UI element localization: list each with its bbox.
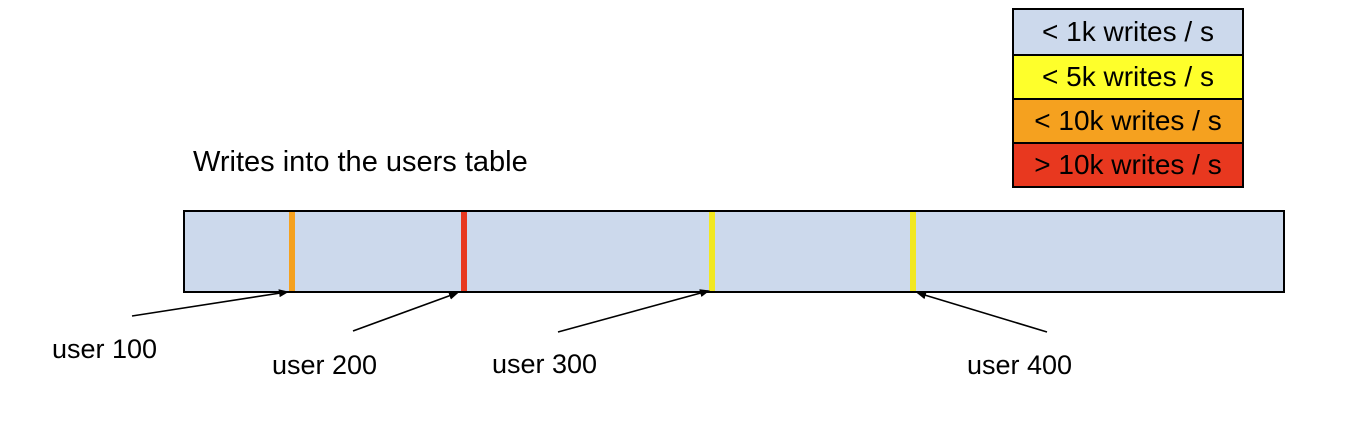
arrow-user-200	[352, 291, 459, 332]
label-user-400: user 400	[967, 350, 1073, 380]
diagram-title: Writes into the users table	[193, 146, 528, 178]
arrow-user-400	[916, 291, 1048, 333]
hotspot-tick-user-200	[460, 212, 467, 291]
legend-item-lt-1k: < 1k writes / s	[1014, 10, 1242, 54]
legend-item-lt-5k: < 5k writes / s	[1014, 54, 1242, 98]
arrow-user-300	[557, 289, 710, 333]
legend-item-label: < 5k writes / s	[1042, 61, 1214, 92]
label-user-100: user 100	[52, 334, 158, 364]
legend-item-label: < 1k writes / s	[1042, 16, 1214, 47]
arrow-user-100	[131, 289, 289, 317]
write-rate-legend: < 1k writes / s < 5k writes / s < 10k wr…	[1012, 8, 1244, 188]
legend-item-label: < 10k writes / s	[1034, 105, 1222, 136]
legend-item-label: > 10k writes / s	[1034, 149, 1222, 180]
users-table-bar	[183, 210, 1285, 293]
legend-item-lt-10k: < 10k writes / s	[1014, 98, 1242, 142]
label-user-200: user 200	[272, 350, 378, 380]
label-user-300: user 300	[492, 349, 598, 379]
hotspot-tick-user-100	[288, 212, 295, 291]
hotspot-tick-user-400	[909, 212, 916, 291]
hotspot-tick-user-300	[709, 212, 716, 291]
legend-item-gt-10k: > 10k writes / s	[1014, 142, 1242, 186]
